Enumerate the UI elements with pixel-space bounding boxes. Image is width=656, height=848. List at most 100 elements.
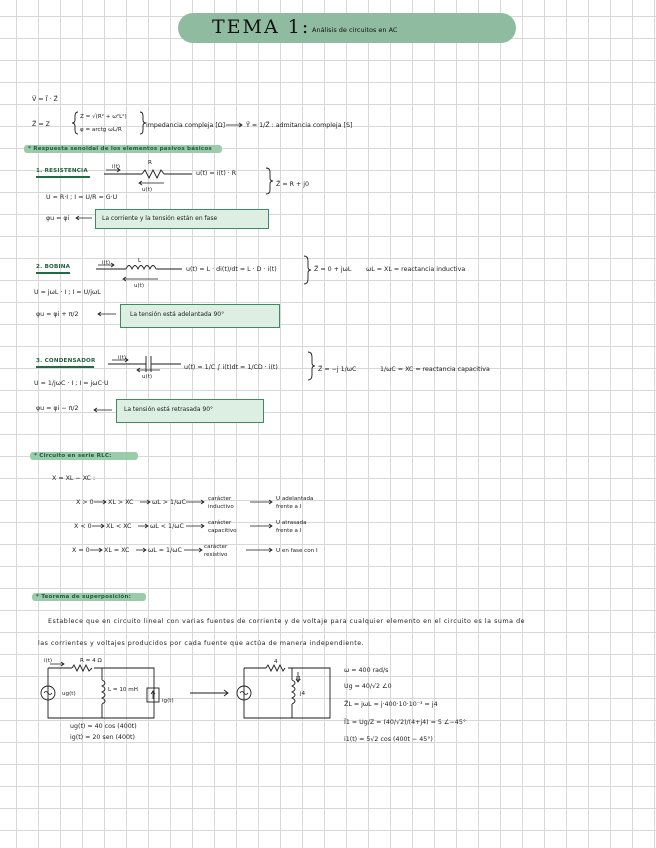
serie-row3-result-a: U en fase con I	[276, 548, 318, 554]
page-title: TEMA 1:	[212, 16, 311, 38]
condensador-box-text: La tensión está retrasada 90°	[124, 406, 214, 413]
resistencia-voltage: u(t)	[142, 187, 153, 193]
circuit1-voltage-source	[40, 685, 56, 701]
admittance-label: Y⃗ = 1/Z⃗ : admitancia compleja [S]	[246, 122, 353, 129]
circuit1-inductor	[100, 679, 106, 705]
serie-arrow-2a	[92, 523, 105, 529]
serie-row2-type-b: capacitivo	[208, 528, 237, 534]
circuit2-source-wave	[239, 691, 249, 695]
bobina-underline	[36, 272, 70, 274]
superposicion-highlight	[32, 593, 146, 601]
circuit1-resistor	[71, 663, 93, 673]
bobina-box	[120, 304, 280, 328]
serie-arrow-1c	[186, 499, 205, 505]
serie-row1-w: ωL > 1/ωC	[152, 499, 186, 506]
inductor-current-arrow	[98, 262, 115, 268]
inductor-box-arrow	[97, 311, 116, 317]
resistencia-eq: u(t) = i(t) · R	[196, 170, 237, 177]
inductor-brace	[303, 255, 312, 285]
impedance-def: Z⃗ = Z	[32, 121, 50, 128]
resistencia-z: Z⃗ = R + j0	[276, 181, 310, 188]
serie-arrow-1b	[140, 499, 151, 505]
condensador-eq: u(t) = 1/C ∫ i(t)dt = 1/CD · i(t)	[184, 364, 278, 371]
circuit1-source-wave	[43, 691, 53, 695]
circuit2-voltage-source	[236, 685, 252, 701]
calc-ug: Ug = 40/√2 ∠0	[344, 683, 392, 690]
serie-arrow-2d	[250, 523, 273, 529]
superposicion-text-1: Establece que en circuito lineal con var…	[48, 618, 526, 625]
circuit1-ig: ig(t)	[162, 698, 174, 704]
condensador-z: Z⃗ = −j 1/ωC	[318, 366, 357, 373]
title-banner	[178, 13, 516, 43]
circuit1-current-arrow	[50, 661, 65, 667]
impedance-angle: φ = arctg ωL/R	[80, 127, 122, 133]
resistencia-r: R	[148, 160, 152, 166]
intro-arrow	[226, 122, 243, 128]
bobina-voltage: u(t)	[134, 283, 145, 289]
superposicion-title: * Teorema de superposición:	[36, 594, 132, 600]
condensador-xc: 1/ωC = XC = reactancia capacitiva	[380, 366, 490, 373]
resistor-current-arrow	[106, 167, 121, 173]
serie-row3-type-a: carácter	[204, 544, 228, 550]
resistencia-underline	[36, 176, 90, 178]
capacitor-current-arrow	[112, 357, 129, 363]
condensador-voltage: u(t)	[142, 374, 153, 380]
bobina-z: Z⃗ = 0 + jωL	[314, 266, 352, 273]
calc-zl: Z⃗L = jωL = j·400·10·10⁻³ = j4	[344, 701, 438, 708]
circuit1-current-source	[146, 687, 160, 703]
serie-title: * Circuito en serie RLC:	[34, 453, 112, 459]
serie-arrow-2b	[138, 523, 149, 529]
circuit2-jl: j4	[300, 691, 306, 697]
serie-row1-cond: X > 0	[76, 499, 94, 506]
serie-row3-cond: X = 0	[72, 547, 90, 554]
bobina-phase: φu = φi + π/2	[36, 311, 79, 318]
section-highlight	[24, 145, 222, 153]
serie-row3-type-b: resistivo	[204, 552, 228, 558]
serie-row1-ineq: XL > XC	[108, 499, 134, 506]
bobina-title: 2. BOBINA	[36, 264, 71, 270]
serie-row2-result-a: U atrasada	[276, 520, 307, 526]
circuit2-frame	[243, 667, 331, 719]
calc-omega: ω = 400 rad/s	[344, 667, 389, 674]
condensador-current: i(t)	[118, 355, 127, 361]
resistor-box-arrow	[75, 215, 92, 221]
bobina-eq2: U = jωL · I ; I = U/jωL	[34, 289, 101, 296]
calc-i1: I⃗1 = Ug/Z = (40/√2)/(4+j4) = 5 ∠−45°	[344, 719, 466, 726]
serie-x-def: X = XL − XC :	[52, 475, 96, 482]
circuit1-eq-ug: ug(t) = 40 cos (400t)	[70, 723, 137, 730]
bobina-xl: ωL = XL = reactancia inductiva	[366, 266, 466, 273]
section-passive-title: * Respuesta senoidal de los elementos pa…	[28, 146, 212, 152]
circuit2-inductor	[290, 679, 296, 705]
circuit2-i1: I1	[296, 676, 302, 682]
superposicion-text-2: las corrientes y voltajes producidos por…	[38, 640, 365, 647]
bobina-l: L	[138, 258, 142, 264]
resistencia-eq2: U = R·I ; I = U/R = G·U	[46, 194, 118, 201]
condensador-underline	[36, 366, 94, 368]
serie-arrow-3a	[90, 547, 103, 553]
capacitor-voltage-arrow	[136, 367, 160, 373]
circuit2-current-arrow	[295, 672, 301, 683]
capacitor-box-arrow	[93, 407, 112, 413]
serie-row2-type-a: carácter	[208, 520, 232, 526]
serie-row3-ineq: XL = XC	[104, 547, 130, 554]
serie-row2-cond: X < 0	[74, 523, 92, 530]
capacitor-brace	[307, 351, 316, 381]
resistencia-title: 1. RESISTENCIA	[36, 168, 88, 174]
calc-result: i1(t) = 5√2 cos (400t − 45°)	[344, 736, 433, 743]
serie-arrow-2c	[186, 523, 205, 529]
resistor-brace	[265, 167, 274, 195]
serie-row1-type-b: inductivo	[208, 504, 234, 510]
resistencia-box	[95, 209, 269, 229]
serie-arrow-1d	[250, 499, 273, 505]
page-subtitle: Análisis de circuitos en AC	[312, 26, 398, 34]
resistencia-phase: φu = φi	[46, 215, 70, 222]
condensador-box	[116, 399, 264, 423]
serie-highlight	[30, 452, 138, 460]
serie-arrow-1a	[94, 499, 107, 505]
condensador-title: 3. CONDENSADOR	[36, 358, 96, 364]
transform-arrow	[190, 689, 229, 697]
ohm-law: V⃗ = I⃗ · Z⃗	[32, 96, 58, 103]
serie-row3-w: ωL = 1/ωC	[148, 547, 182, 554]
circuit1-frame	[47, 667, 155, 719]
intro-brace-right	[139, 111, 147, 135]
